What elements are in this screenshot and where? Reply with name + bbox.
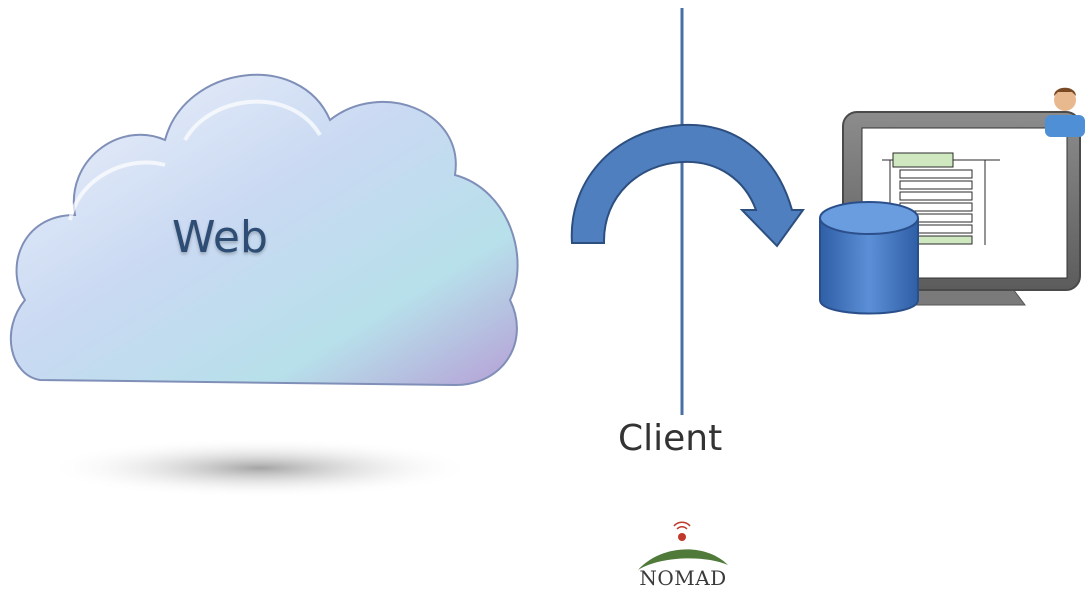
- nomad-logo-icon: [638, 521, 728, 570]
- client-label: Client: [618, 418, 723, 459]
- curved-arrow-icon: [570, 123, 805, 248]
- nomad-logo-text: NOMAD: [639, 566, 727, 590]
- database-icon: [819, 201, 919, 315]
- cloud-label: Web: [172, 212, 268, 263]
- cloud-icon: [9, 74, 519, 387]
- monitor-icon: [842, 111, 1081, 306]
- user-icon: [1045, 87, 1085, 137]
- cloud-shadow: [45, 438, 475, 498]
